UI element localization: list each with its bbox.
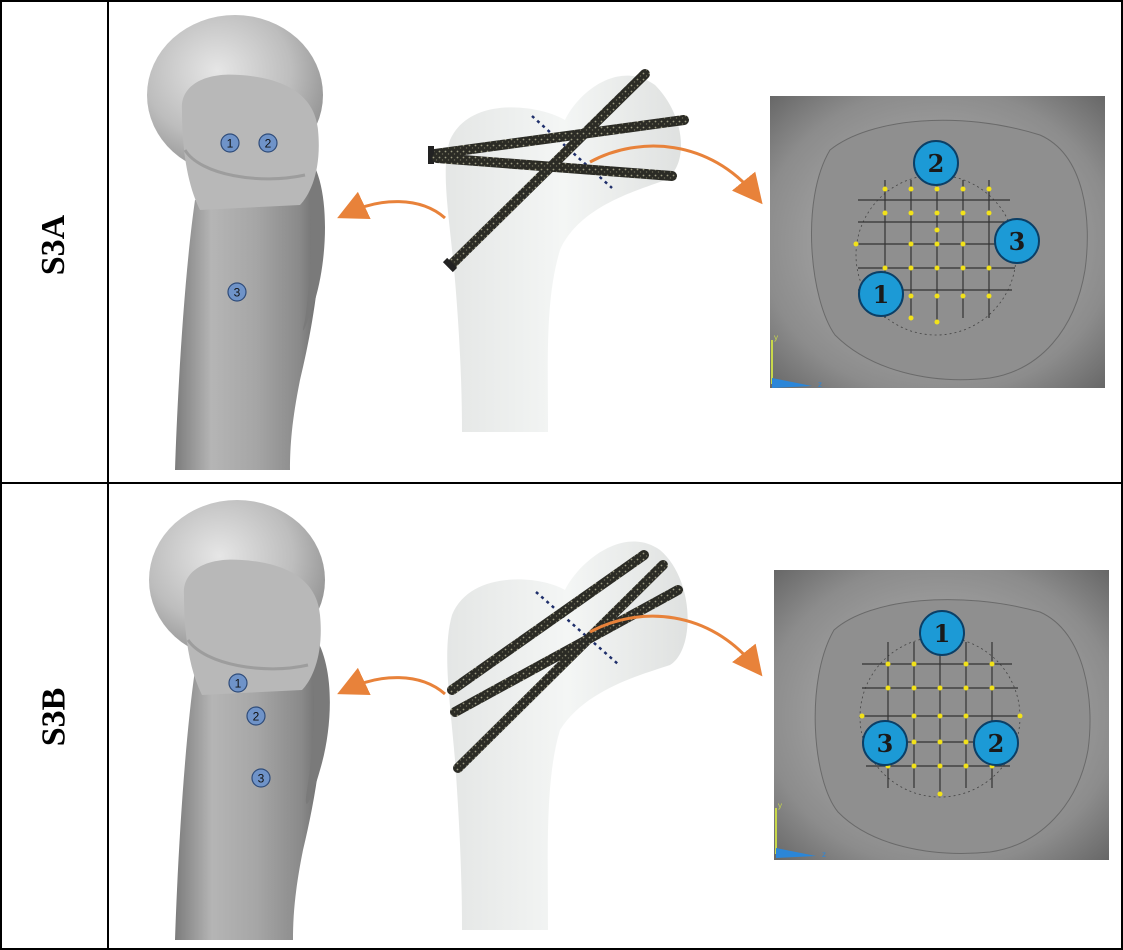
row-a-posterior-bone-view — [147, 15, 325, 470]
posterior-marker-label: 3 — [258, 772, 265, 786]
row-label-text: S3A — [35, 215, 73, 275]
row-label-s3a: S3A — [0, 8, 108, 482]
posterior-marker: 3 — [252, 769, 270, 787]
section-marker-label: 1 — [873, 280, 890, 309]
row-label-s3b: S3B — [0, 484, 108, 950]
row-b-posterior-bone-view — [149, 500, 330, 940]
section-marker-label: 2 — [988, 729, 1005, 758]
section-marker-label: 1 — [934, 619, 951, 648]
posterior-marker: 1 — [229, 674, 247, 692]
section-marker: 2 — [974, 721, 1018, 765]
posterior-marker: 2 — [247, 707, 265, 725]
curved-arrow-icon — [348, 678, 445, 694]
section-marker: 3 — [995, 219, 1039, 263]
row-b-screw-configuration-view — [447, 541, 687, 930]
axis-y-label: y — [778, 801, 782, 810]
section-marker-label: 3 — [1009, 227, 1026, 256]
posterior-marker-label: 2 — [253, 710, 260, 724]
row-label-text: S3B — [35, 688, 73, 747]
row-a-screw-configuration-view — [428, 74, 684, 432]
posterior-marker: 3 — [228, 283, 246, 301]
axis-z-label: z — [822, 850, 826, 859]
section-marker: 1 — [859, 272, 903, 316]
posterior-marker-label: 1 — [227, 137, 234, 151]
posterior-marker: 1 — [221, 134, 239, 152]
section-marker: 2 — [914, 141, 958, 185]
curved-arrow-icon — [348, 202, 445, 218]
axis-z-label: z — [818, 380, 822, 389]
posterior-marker-label: 3 — [234, 286, 241, 300]
section-marker-label: 3 — [877, 729, 894, 758]
posterior-marker-label: 2 — [265, 137, 272, 151]
section-marker: 3 — [863, 721, 907, 765]
axis-y-label: y — [774, 333, 778, 342]
section-marker-label: 2 — [928, 149, 945, 178]
section-marker: 1 — [920, 611, 964, 655]
row-b-cross-section-view: 1 3 2 y z — [774, 570, 1109, 860]
posterior-marker-label: 1 — [235, 677, 242, 691]
row-a-cross-section-view: 2 3 1 y z — [770, 96, 1105, 389]
posterior-marker: 2 — [259, 134, 277, 152]
